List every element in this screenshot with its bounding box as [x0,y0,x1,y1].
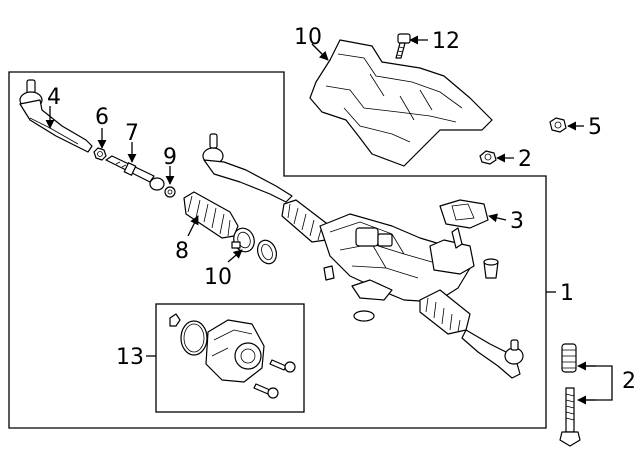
callout-8: 8 [175,239,189,264]
motor-subassembly-box [155,303,305,413]
callout-9: 9 [163,145,177,170]
bushing-small [483,258,499,279]
clip-part-9 [164,186,176,198]
callout-10: 10 [204,265,232,290]
heat-shield-part [309,39,493,167]
mount-insulator-part-3 [439,199,489,229]
bolt-part-12 [395,33,411,59]
inner-tie-rod-part-7 [105,155,165,191]
leader-2-right [578,365,613,401]
outer-tie-rod-end-part-4 [19,79,93,153]
nut-part-5 [549,117,567,133]
callout-2-right: 2 [622,369,636,394]
callout-3: 3 [510,209,524,234]
assembly-frame [8,71,547,429]
callout-12: 12 [432,29,460,54]
callout-1: 1 [560,281,574,306]
leader-8 [187,215,199,237]
steering-gear-assembly-part-1 [202,133,524,379]
callout-2-top: 2 [518,147,532,172]
callout-5: 5 [588,115,602,140]
nut-part-2-top [479,150,497,165]
boot-part-8 [183,191,239,239]
mount-bolt-part-2 [559,387,581,447]
jam-nut-part-6 [93,147,107,161]
callout-13: 13 [116,345,144,370]
leader-11 [311,43,329,61]
clamp-part-10 [231,227,278,265]
mount-bushing-part-2 [561,343,577,373]
leader-3 [488,213,507,223]
callout-4: 4 [47,85,61,110]
callout-11: 10 [294,25,322,50]
callout-7: 7 [125,121,139,146]
leader-10 [227,249,243,263]
callout-6: 6 [95,105,109,130]
motor-part-13 [169,313,296,399]
